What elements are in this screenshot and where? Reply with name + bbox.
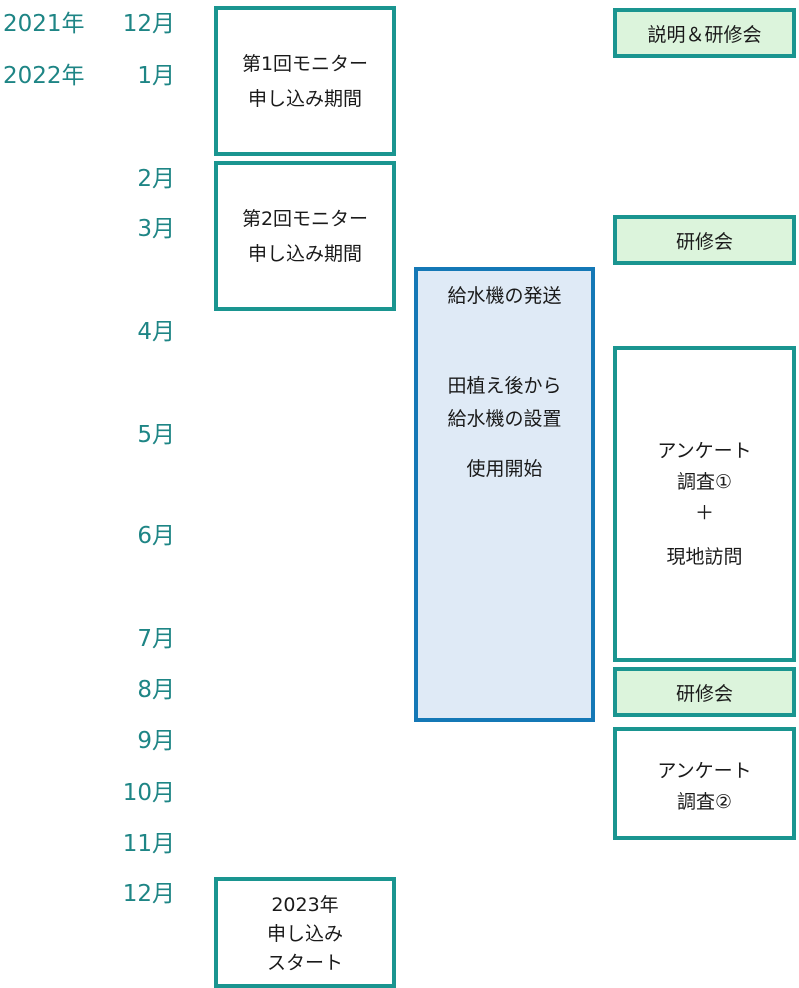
- month-label-8: 8月: [137, 677, 175, 703]
- month-label-9: 9月: [137, 728, 175, 754]
- application-start-line3: スタート: [266, 952, 343, 974]
- briefing-training-label: 説明＆研修会: [647, 23, 762, 46]
- application-start-line1: 2023年: [271, 894, 339, 916]
- month-label-10: 10月: [122, 780, 175, 806]
- month-label-4: 4月: [137, 319, 175, 345]
- year-label-2021: 2021年: [3, 11, 85, 37]
- water-dispenser-period-box: 給水機の発送 田植え後から 給水機の設置 使用開始: [414, 267, 595, 722]
- briefing-training-box: 説明＆研修会: [613, 8, 796, 58]
- survey-1-box: アンケート 調査① ＋ 現地訪問: [613, 346, 796, 662]
- shipping-text: 給水機の発送: [447, 285, 562, 307]
- month-label-11: 11月: [122, 831, 175, 857]
- survey-2-box: アンケート 調査②: [613, 727, 796, 840]
- after-planting-text: 田植え後から: [447, 375, 562, 397]
- survey-1-line2: 調査①: [676, 471, 733, 493]
- survey-2-line2: 調査②: [676, 791, 733, 813]
- monitor-period-1-line1: 第1回モニター: [241, 53, 369, 75]
- monitor-period-2-box: 第2回モニター 申し込み期間: [214, 161, 396, 311]
- month-label-2: 2月: [137, 166, 175, 192]
- training-march-label: 研修会: [675, 230, 733, 253]
- application-start-2023-box: 2023年 申し込み スタート: [214, 877, 396, 988]
- installation-text: 給水機の設置: [447, 408, 562, 430]
- survey-1-plus: ＋: [694, 502, 714, 524]
- month-label-6: 6月: [137, 523, 175, 549]
- start-use-text: 使用開始: [466, 458, 543, 480]
- month-label-12: 12月: [122, 881, 175, 907]
- month-label-1: 1月: [137, 63, 175, 89]
- survey-2-line1: アンケート: [657, 760, 752, 782]
- training-august-box: 研修会: [613, 667, 796, 717]
- monitor-period-2-line2: 申し込み期間: [247, 243, 362, 265]
- training-august-label: 研修会: [675, 682, 733, 705]
- training-march-box: 研修会: [613, 215, 796, 265]
- application-start-line2: 申し込み: [266, 923, 343, 945]
- monitor-period-2-line1: 第2回モニター: [241, 208, 369, 230]
- survey-1-line1: アンケート: [657, 440, 752, 462]
- year-label-2022: 2022年: [3, 63, 85, 89]
- month-label-3: 3月: [137, 216, 175, 242]
- month-label-7: 7月: [137, 626, 175, 652]
- monitor-period-1-box: 第1回モニター 申し込み期間: [214, 6, 396, 156]
- month-label-2021-12: 12月: [122, 11, 175, 37]
- month-label-5: 5月: [137, 422, 175, 448]
- monitor-period-1-line2: 申し込み期間: [247, 88, 362, 110]
- survey-1-line4: 現地訪問: [666, 546, 743, 568]
